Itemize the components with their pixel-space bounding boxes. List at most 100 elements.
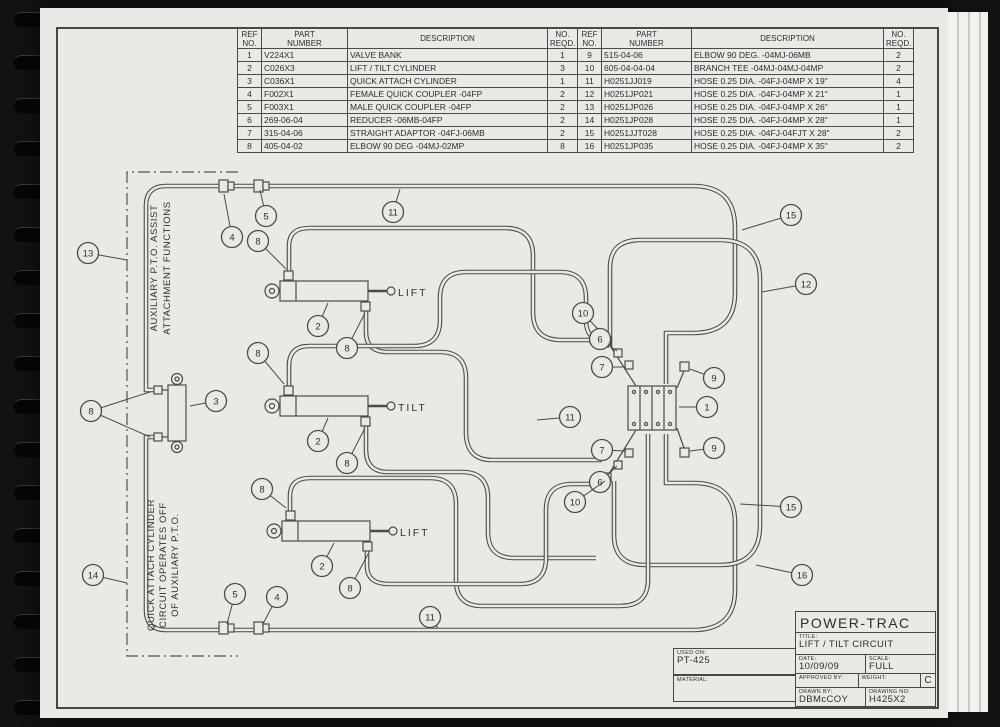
used-on-block: USED ON: PT-425 [673, 648, 795, 675]
aux-boundary-dashdot [126, 171, 238, 657]
parts-cell: 8 [237, 139, 262, 153]
svg-text:10: 10 [570, 498, 581, 509]
binding-hole [14, 270, 44, 285]
parts-cell: 1 [883, 87, 914, 101]
callout-8: 8 [79, 391, 151, 438]
parts-cell: 5 [237, 100, 262, 114]
approved-label: APPROVED BY: [799, 675, 844, 681]
callout-13: 13 [76, 241, 128, 265]
binding-hole [14, 657, 44, 672]
svg-text:ATTACHMENT FUNCTIONS: ATTACHMENT FUNCTIONS [162, 201, 173, 334]
svg-text:2: 2 [319, 562, 324, 573]
tilt-cylinder [263, 384, 397, 428]
parts-column-header: DESCRIPTION [691, 28, 884, 49]
parts-column-header: REF NO. [577, 28, 602, 49]
parts-cell: 16 [577, 139, 602, 153]
callout-3: 3 [189, 389, 228, 413]
callout-9: 9 [689, 436, 726, 460]
binding-hole [14, 12, 44, 27]
parts-cell: C026X3 [261, 61, 348, 75]
parts-cell: C036X1 [261, 74, 348, 88]
svg-text:5: 5 [232, 590, 237, 601]
used-on-label: USED ON: [677, 650, 706, 656]
svg-text:8: 8 [347, 584, 352, 595]
callout-4: 4 [262, 585, 289, 625]
parts-cell: 2 [237, 61, 262, 75]
svg-text:3: 3 [213, 397, 218, 408]
svg-text:6: 6 [597, 335, 602, 346]
callout-8: 8 [246, 341, 285, 385]
parts-cell: HOSE 0.25 DIA. -04FJ-04MP X 28" [691, 113, 884, 127]
lift-cylinder-bottom [265, 509, 399, 553]
cylinder-label-lift-bottom: LIFT [400, 527, 430, 539]
callout-1: 1 [679, 395, 719, 419]
svg-text:2: 2 [315, 437, 320, 448]
drawn-by-cell: DRAWN BY: DBMcCOY [796, 688, 866, 706]
parts-cell: FEMALE QUICK COUPLER -04FP [347, 87, 548, 101]
parts-cell: 15 [577, 126, 602, 140]
callouts: 13 4 5 8 11 15 12 2 8 8 2 8 8 3 10 6 7 9… [76, 188, 818, 629]
svg-text:4: 4 [229, 233, 234, 244]
parts-cell: 605-04-04-04 [601, 61, 692, 75]
svg-text:4: 4 [274, 593, 279, 604]
quick-couplers [218, 179, 270, 635]
binding-hole [14, 141, 44, 156]
parts-cell: 2 [883, 139, 914, 153]
parts-cell: F003X1 [261, 100, 348, 114]
svg-text:AUXILIARY P.T.O. ASSIST: AUXILIARY P.T.O. ASSIST [149, 205, 160, 332]
hose-network [143, 183, 763, 633]
parts-cell: H0251JJ019 [601, 74, 692, 88]
parts-cell: 2 [547, 113, 578, 127]
parts-cell: 2 [547, 126, 578, 140]
svg-text:10: 10 [578, 309, 589, 320]
svg-text:14: 14 [88, 571, 99, 582]
svg-text:11: 11 [388, 208, 398, 219]
parts-cell: 10 [577, 61, 602, 75]
callout-9: 9 [689, 366, 726, 390]
callout-10: 10 [563, 480, 606, 514]
callout-8: 8 [250, 477, 287, 509]
scale-value: FULL [869, 661, 894, 672]
company-name: POWER-TRAC [796, 612, 935, 633]
parts-cell: 8 [547, 139, 578, 153]
parts-cell: 1 [237, 48, 262, 62]
binding-hole [14, 98, 44, 113]
svg-text:15: 15 [786, 503, 797, 514]
callout-8: 8 [335, 427, 366, 475]
svg-text:1: 1 [704, 403, 709, 414]
svg-text:8: 8 [344, 459, 349, 470]
parts-cell: 14 [577, 113, 602, 127]
svg-text:5: 5 [263, 212, 268, 223]
quick-attach-note-label: QUICK ATTACH CYLINDER CIRCUIT OPERATES O… [146, 499, 181, 631]
parts-column-header: NO. REQD. [883, 28, 914, 49]
parts-cell: 2 [883, 61, 914, 75]
parts-cell: HOSE 0.25 DIA. -04FJ-04MP X 35" [691, 139, 884, 153]
parts-cell: HOSE 0.25 DIA. -04FJ-04FJT X 28" [691, 126, 884, 140]
svg-text:8: 8 [255, 237, 260, 248]
parts-cell: 4 [883, 74, 914, 88]
binding-hole [14, 700, 44, 715]
cylinder-label-tilt: TILT [398, 402, 427, 414]
callout-14: 14 [81, 563, 128, 587]
binding-hole [14, 399, 44, 414]
callout-10: 10 [571, 301, 607, 339]
parts-cell: 2 [547, 100, 578, 114]
svg-text:7: 7 [599, 446, 604, 457]
parts-cell: 13 [577, 100, 602, 114]
parts-cell: 315-04-06 [261, 126, 348, 140]
parts-cell: H0251JP028 [601, 113, 692, 127]
binding-hole [14, 614, 44, 629]
material-block: MATERIAL: [673, 675, 795, 702]
drawing-title: TITLE: LIFT / TILT CIRCUIT [796, 633, 935, 655]
parts-cell: MALE QUICK COUPLER -04FP [347, 100, 548, 114]
parts-cell: REDUCER -06MB-04FP [347, 113, 548, 127]
lift-cylinder-top [263, 269, 397, 313]
parts-cell: ELBOW 90 DEG. -04MJ-06MB [691, 48, 884, 62]
